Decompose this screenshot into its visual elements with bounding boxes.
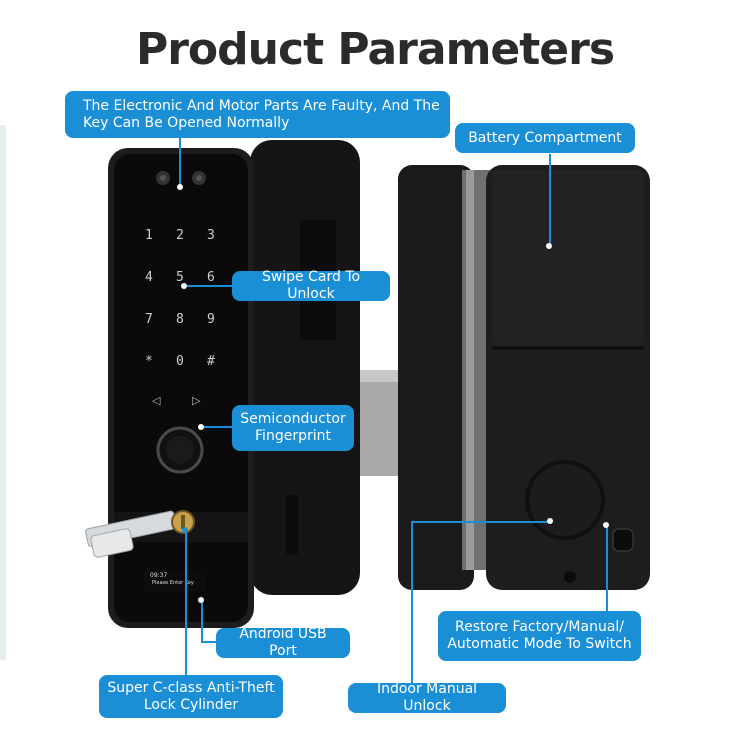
label-battery-compartment: Battery Compartment (455, 123, 635, 153)
dot-battery (546, 243, 552, 249)
label-fingerprint: Semiconductor Fingerprint (232, 405, 354, 451)
dot-mechanical-key (177, 184, 183, 190)
key-5[interactable]: 5 (176, 270, 184, 285)
key-7[interactable]: 7 (145, 312, 153, 327)
page-title: Product Parameters (135, 24, 615, 75)
svg-text:▷: ▷ (192, 394, 201, 407)
leader-cylinder (185, 530, 187, 675)
leader-mechanical-key (179, 138, 181, 186)
svg-text:◁: ◁ (152, 394, 161, 407)
key-4[interactable]: 4 (145, 270, 153, 285)
label-mechanical-key: The Electronic And Motor Parts Are Fault… (65, 91, 450, 138)
label-manual-unlock: Indoor Manual Unlock (348, 681, 506, 714)
leader-swipe-card (186, 285, 233, 287)
label-swipe-card: Swipe Card To Unlock (232, 269, 390, 302)
battery-cover (492, 170, 644, 346)
key-hash[interactable]: # (207, 354, 215, 369)
label-lock-cylinder: Super C-class Anti-Theft Lock Cylinder (99, 675, 283, 718)
key-2[interactable]: 2 (176, 228, 184, 243)
key-6[interactable]: 6 (207, 270, 215, 285)
key-star[interactable]: * (145, 354, 153, 369)
leader-restore (606, 527, 608, 611)
key-0[interactable]: 0 (176, 354, 184, 369)
outer-lock-back (250, 140, 360, 595)
screen-time: 09:37 (150, 572, 168, 579)
dot-fingerprint (198, 424, 204, 430)
leader-fingerprint (203, 426, 233, 428)
leader-battery (549, 154, 551, 244)
label-usb-port: Android USB Port (216, 626, 350, 659)
mode-button (612, 528, 634, 552)
key-1[interactable]: 1 (145, 228, 153, 243)
leader-usb (201, 600, 203, 642)
key-3[interactable]: 3 (207, 228, 215, 243)
screen-message: Please Enter Key (152, 580, 194, 586)
leader-manual-unlock (411, 521, 551, 523)
dot-swipe-card (181, 283, 187, 289)
key-8[interactable]: 8 (176, 312, 184, 327)
key-9[interactable]: 9 (207, 312, 215, 327)
inner-lock-back (398, 165, 474, 590)
label-restore-mode: Restore Factory/Manual/ Automatic Mode T… (438, 611, 641, 661)
